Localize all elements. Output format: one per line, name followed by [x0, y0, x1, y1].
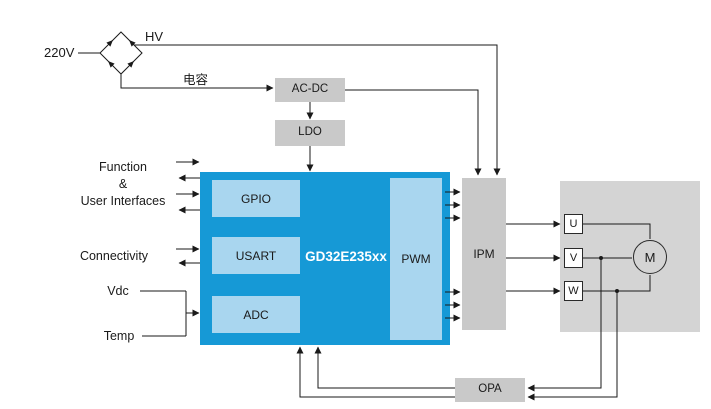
mains-voltage-label: 220V — [44, 45, 75, 60]
phase-u-terminal: U — [564, 214, 583, 234]
ipm-block: IPM — [462, 178, 506, 330]
phase-v-terminal: V — [564, 248, 583, 268]
hv-label: HV — [145, 29, 164, 44]
acdc-block: AC-DC — [275, 78, 345, 102]
function-label-line1: Function — [99, 160, 147, 174]
temp-label: Temp — [103, 329, 135, 343]
function-user-interfaces-label: Function & User Interfaces — [58, 159, 188, 210]
function-label-line2: & — [118, 177, 128, 191]
pwm-block: PWM — [390, 178, 442, 340]
motor-area: U V W M — [560, 181, 700, 332]
vdc-label: Vdc — [107, 284, 129, 298]
adc-block: ADC — [212, 296, 300, 333]
function-label-line3: User Interfaces — [80, 194, 166, 208]
usart-block: USART — [212, 237, 300, 274]
mcu-part-number: GD32E235xx — [305, 249, 387, 264]
ldo-block: LDO — [275, 120, 345, 146]
gpio-block: GPIO — [212, 180, 300, 217]
capacitor-label: 电容 — [183, 73, 209, 87]
phase-w-terminal: W — [564, 281, 583, 301]
bridge-rectifier-icon — [99, 31, 143, 75]
opa-block: OPA — [455, 378, 525, 402]
connectivity-label: Connectivity — [79, 249, 149, 263]
motor-symbol: M — [633, 240, 667, 274]
mcu-block: GPIO USART ADC GD32E235xx PWM — [200, 172, 450, 345]
